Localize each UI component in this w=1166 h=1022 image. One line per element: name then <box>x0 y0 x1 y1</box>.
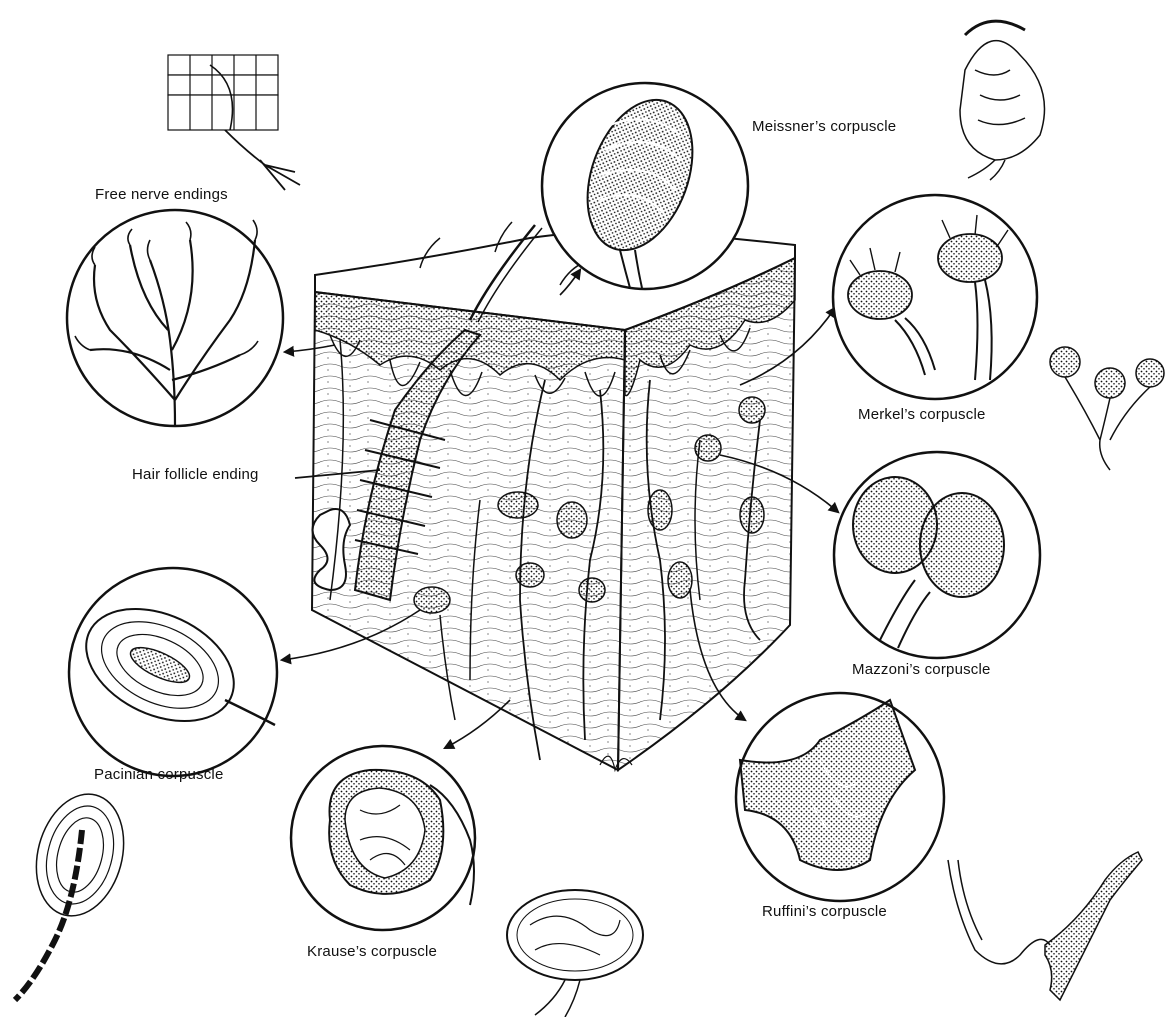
meissner-corpuscle-detail <box>542 83 748 289</box>
mazzoni-corpuscle-detail <box>834 452 1040 658</box>
label-pacinian-corpuscle: Pacinian corpuscle <box>94 766 224 783</box>
label-merkels-corpuscle: Merkel’s corpuscle <box>858 406 986 423</box>
krause-corpuscle-detail <box>291 746 475 930</box>
skin-block <box>312 222 795 770</box>
merkel-sketch <box>1050 347 1164 470</box>
pacinian-sketch <box>15 784 137 1000</box>
label-free-nerve-endings: Free nerve endings <box>95 186 228 203</box>
label-meissners-corpuscle: Meissner’s corpuscle <box>752 118 896 135</box>
krause-sketch <box>507 890 643 1017</box>
pacinian-corpuscle-detail <box>68 568 277 776</box>
label-hair-follicle-ending: Hair follicle ending <box>132 466 259 483</box>
free-nerve-endings-detail <box>67 210 283 426</box>
label-ruffinis-corpuscle: Ruffini’s corpuscle <box>762 903 887 920</box>
ruffini-sketch <box>948 852 1142 1000</box>
epithelium-sketch <box>168 55 300 190</box>
merkel-corpuscle-detail <box>833 195 1037 399</box>
label-krauses-corpuscle: Krause’s corpuscle <box>307 943 437 960</box>
meissner-sketch <box>960 21 1045 180</box>
label-mazzonis-corpuscle: Mazzoni’s corpuscle <box>852 661 991 678</box>
ruffini-corpuscle-detail <box>736 693 944 901</box>
